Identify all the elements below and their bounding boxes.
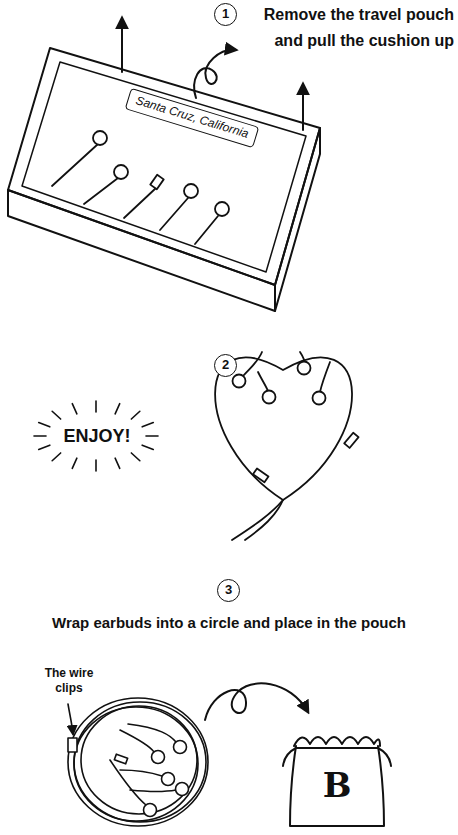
banner-text: Santa Cruz, California [134,95,250,142]
spark-stroke [72,458,77,468]
spark-stroke [34,435,46,437]
step-instruction: Wrap earbuds into a circle and place in … [2,612,456,634]
step-number: 2 [214,354,237,377]
pack-arrow [205,683,308,720]
callout-number: 3 [225,583,232,597]
spark-stroke [39,445,50,449]
clip-callout: The wire clips [34,666,104,696]
spark-stroke [142,423,153,427]
spark-stroke [146,435,158,437]
spark-stroke [95,401,97,412]
coiled-earbuds [68,698,208,826]
step-number: 3 [217,579,240,602]
pouch-logo: B [323,767,352,804]
enjoy-sparks [34,401,158,471]
spark-stroke [52,453,60,461]
step-instruction: Remove the travel pouch and pull the cus… [240,2,454,54]
spark-stroke [131,411,139,419]
earbuds-in-box [52,131,229,244]
lift-arrow [302,84,304,130]
spark-stroke [95,460,97,471]
remove-arrow [194,50,236,98]
spark-stroke [131,453,139,461]
lift-arrow [121,18,123,72]
spark-stroke [115,458,120,468]
spark-stroke [72,404,77,414]
spark-stroke [39,423,50,427]
clip-leader [68,704,73,734]
callout-number: 2 [222,358,229,372]
box-banner: Santa Cruz, California [125,88,260,148]
heart-earbuds [215,352,358,540]
gift-box [8,48,320,311]
spark-stroke [115,404,120,414]
travel-pouch: B [282,722,392,832]
callout-number: 1 [222,7,229,21]
spark-stroke [52,411,60,419]
step-number: 1 [214,3,237,26]
enjoy-text: ENJOY! [58,425,136,447]
spark-stroke [142,445,153,449]
